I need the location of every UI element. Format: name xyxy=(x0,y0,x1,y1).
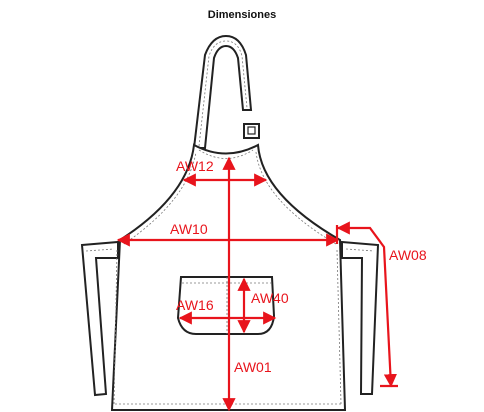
aw10-label: AW10 xyxy=(170,221,208,237)
aw40-label: AW40 xyxy=(251,290,289,306)
neck-strap xyxy=(192,34,253,149)
strap-buckle-icon xyxy=(243,123,260,139)
aw16-label: AW16 xyxy=(176,297,214,313)
aw08-label: AW08 xyxy=(389,247,427,263)
diagram-title: Dimensiones xyxy=(207,9,277,21)
left-waist-tie xyxy=(80,240,119,397)
right-waist-tie xyxy=(341,240,380,395)
aw01-label: AW01 xyxy=(234,359,272,375)
aw12-label: AW12 xyxy=(176,158,214,174)
aw08-dimension-arrow xyxy=(335,221,398,388)
